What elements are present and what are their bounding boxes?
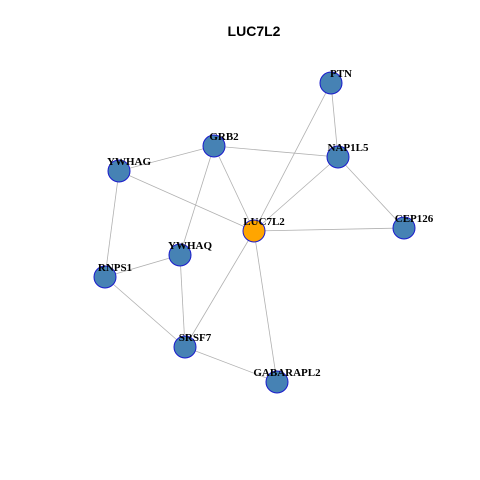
edge-ywhag-luc7l2 bbox=[118, 170, 255, 232]
edge-layer bbox=[104, 82, 405, 383]
edge-ptn-luc7l2 bbox=[253, 82, 332, 232]
node-luc7l2: LUC7L2 bbox=[242, 216, 285, 243]
node-circle-ywhag bbox=[107, 159, 131, 183]
edge-ywhaq-srsf7 bbox=[179, 254, 186, 348]
node-label-srsf7: SRSF7 bbox=[179, 332, 212, 344]
edge-nap1l5-luc7l2 bbox=[253, 156, 339, 232]
node-cep126: CEP126 bbox=[392, 213, 434, 240]
edge-ywhag-rnps1 bbox=[104, 170, 120, 278]
edge-ptn-nap1l5 bbox=[330, 82, 339, 158]
node-nap1l5: NAP1L5 bbox=[326, 142, 369, 169]
node-gabarapl2: GABARAPL2 bbox=[253, 367, 321, 394]
node-ptn: PTN bbox=[319, 68, 352, 95]
node-label-cep126: CEP126 bbox=[395, 213, 434, 225]
edge-luc7l2-cep126 bbox=[253, 227, 405, 232]
node-grb2: GRB2 bbox=[202, 131, 239, 158]
edge-luc7l2-gabarapl2 bbox=[253, 230, 278, 383]
node-label-luc7l2: LUC7L2 bbox=[243, 216, 285, 228]
node-circle-gabarapl2 bbox=[265, 370, 289, 394]
node-label-nap1l5: NAP1L5 bbox=[328, 142, 369, 154]
node-circle-ptn bbox=[319, 71, 343, 95]
node-circle-cep126 bbox=[392, 216, 416, 240]
edge-srsf7-gabarapl2 bbox=[184, 346, 278, 383]
edge-rnps1-srsf7 bbox=[104, 276, 186, 348]
graph-title: LUC7L2 bbox=[228, 23, 281, 39]
edge-grb2-ywhaq bbox=[179, 145, 215, 256]
node-circle-nap1l5 bbox=[326, 145, 350, 169]
node-circle-ywhaq bbox=[168, 243, 192, 267]
node-circle-rnps1 bbox=[93, 265, 117, 289]
node-rnps1: RNPS1 bbox=[93, 262, 132, 289]
node-srsf7: SRSF7 bbox=[173, 332, 212, 359]
node-label-grb2: GRB2 bbox=[209, 131, 239, 143]
node-circle-srsf7 bbox=[173, 335, 197, 359]
edge-ywhaq-rnps1 bbox=[104, 254, 181, 278]
node-circle-luc7l2 bbox=[242, 219, 266, 243]
edge-nap1l5-cep126 bbox=[337, 156, 405, 229]
edge-grb2-ywhag bbox=[118, 145, 215, 172]
node-ywhaq: YWHAQ bbox=[168, 240, 212, 267]
edge-grb2-nap1l5 bbox=[213, 145, 339, 158]
node-label-ywhag: YWHAG bbox=[107, 156, 151, 168]
node-label-rnps1: RNPS1 bbox=[98, 262, 132, 274]
edge-grb2-luc7l2 bbox=[213, 145, 255, 232]
node-circle-grb2 bbox=[202, 134, 226, 158]
edge-luc7l2-srsf7 bbox=[184, 230, 255, 348]
node-ywhag: YWHAG bbox=[107, 156, 151, 183]
node-label-ptn: PTN bbox=[330, 68, 352, 80]
node-label-ywhaq: YWHAQ bbox=[168, 240, 212, 252]
node-label-gabarapl2: GABARAPL2 bbox=[253, 367, 321, 379]
